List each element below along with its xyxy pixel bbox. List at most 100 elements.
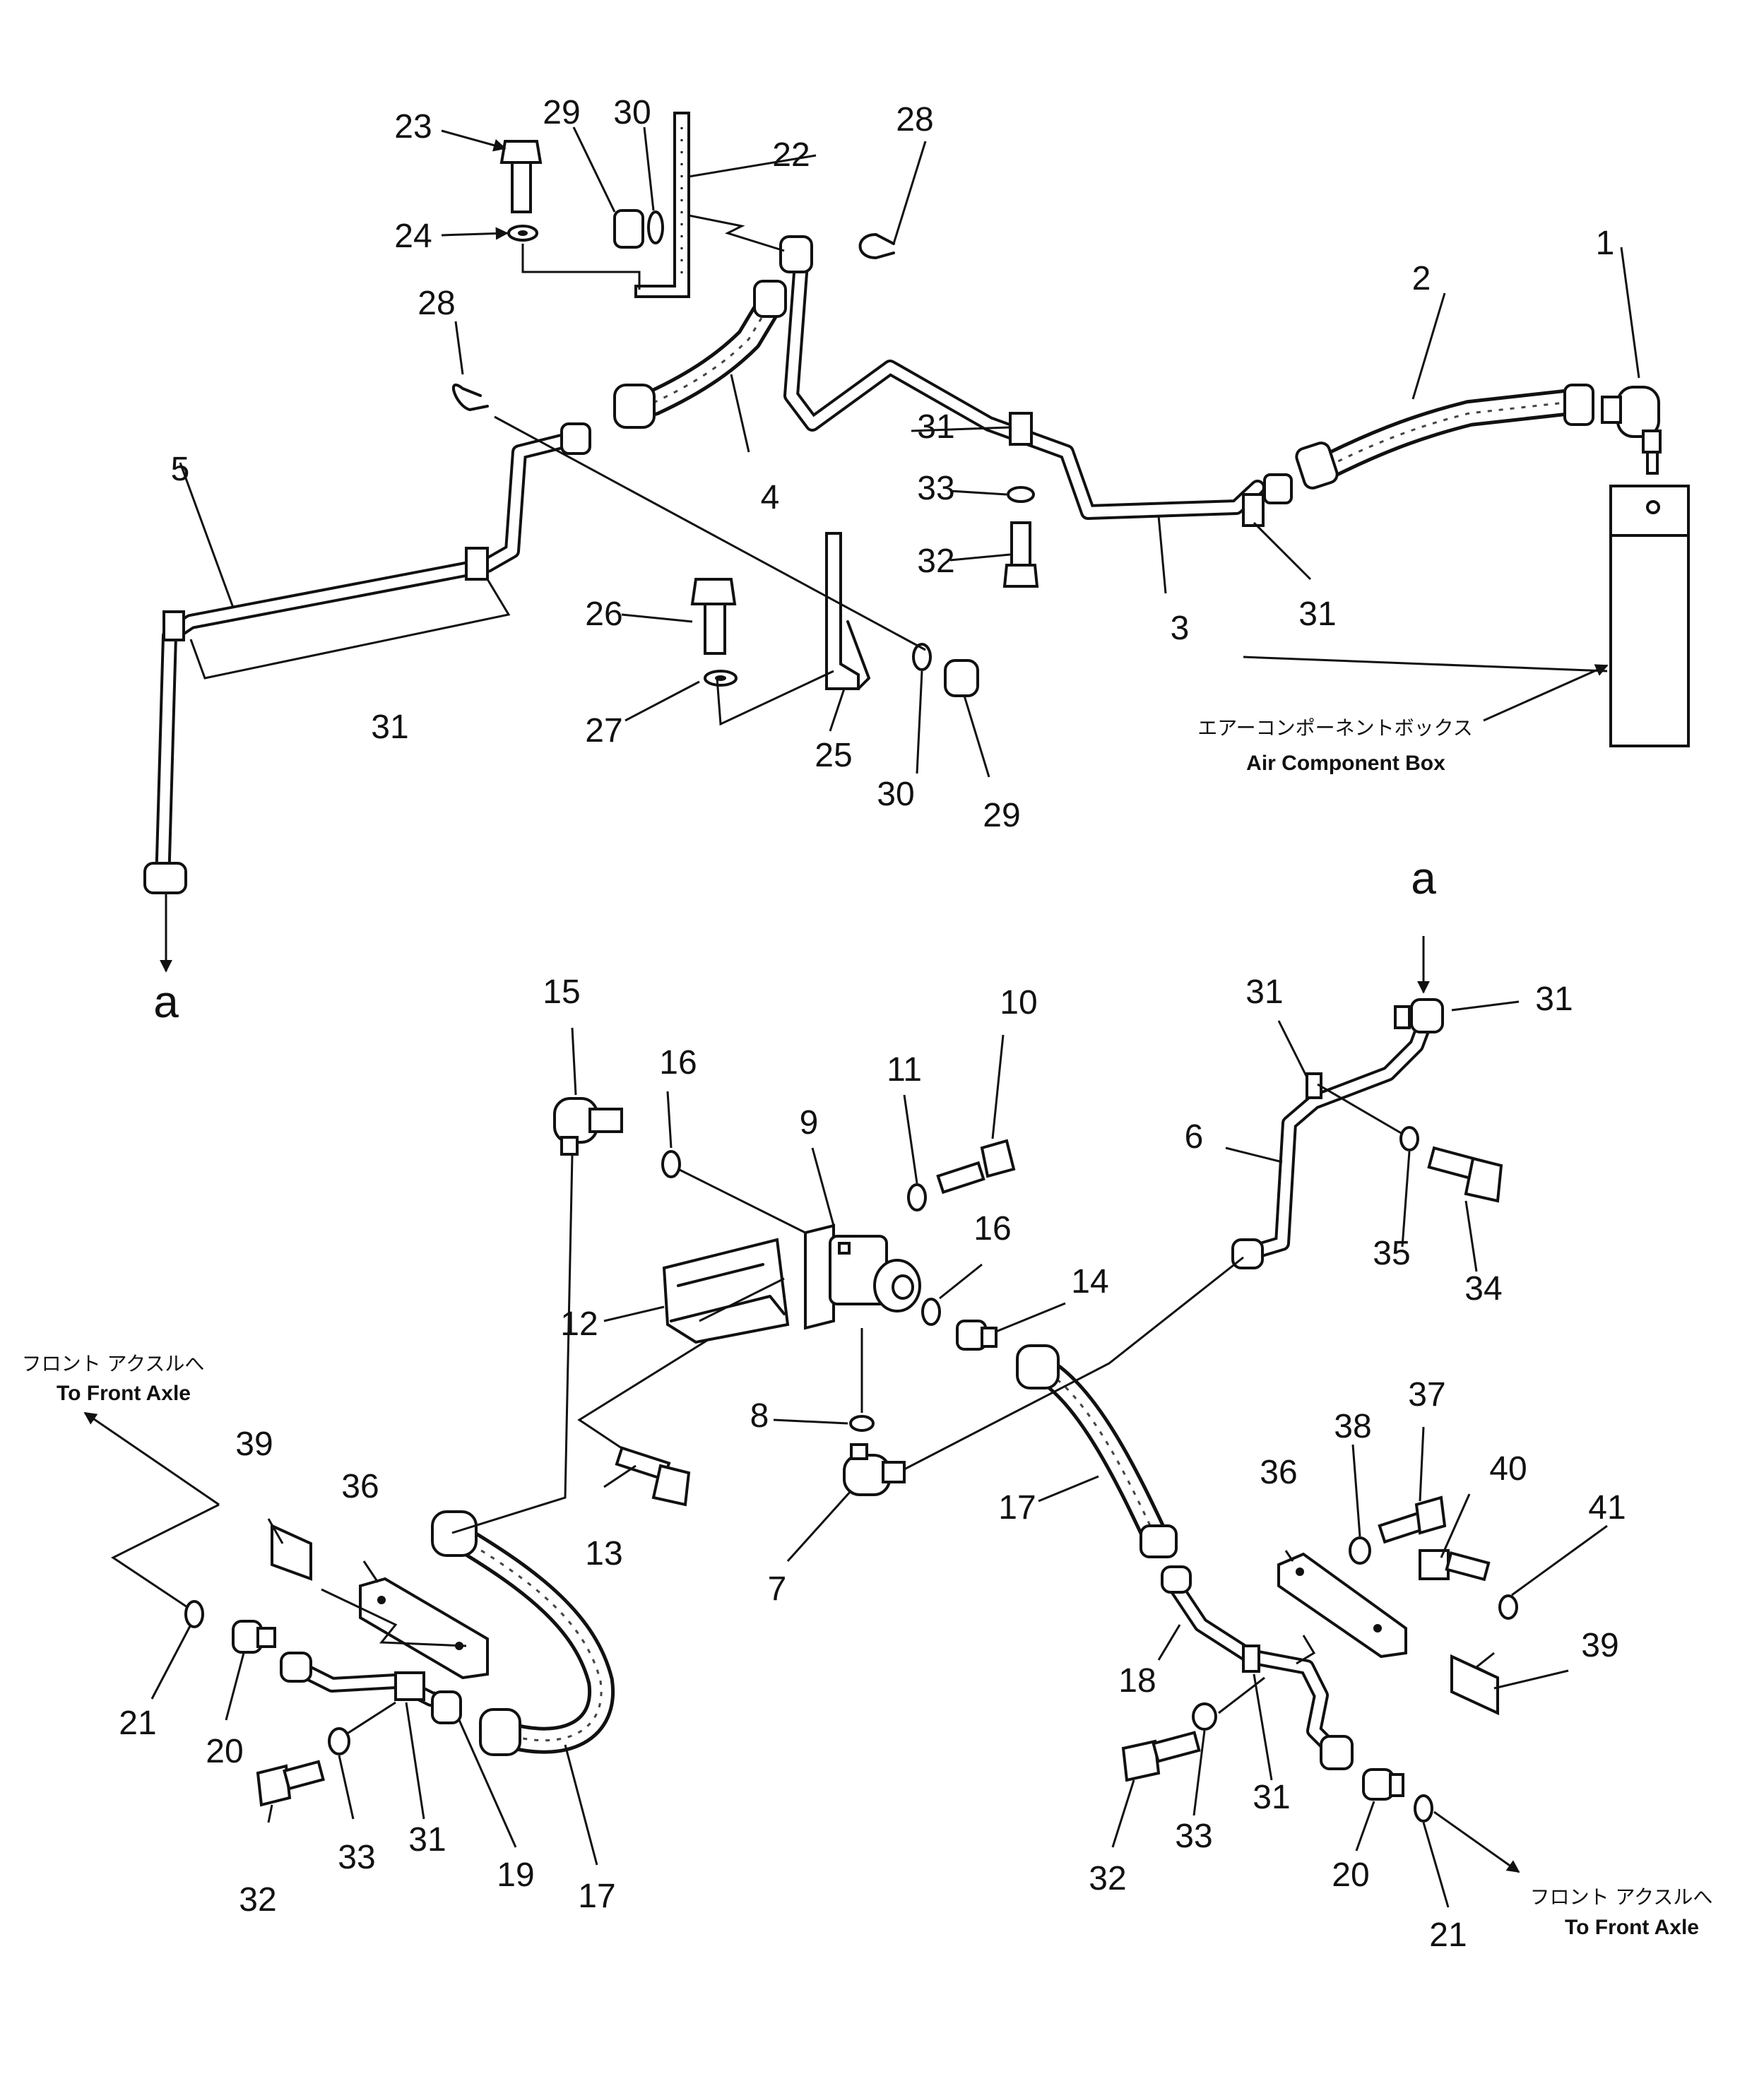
label-31-top: 31: [917, 408, 954, 446]
part-37-bolt: [1378, 1495, 1447, 1544]
part-10-bolt: [936, 1139, 1016, 1195]
part-36-bracket-left: [359, 1577, 489, 1680]
label-21-right: 21: [1429, 1916, 1467, 1954]
label-29-mid: 29: [983, 797, 1020, 834]
label-33-bl: 33: [338, 1839, 375, 1876]
air-box-note-en: Air Component Box: [1246, 752, 1445, 775]
label-13: 13: [585, 1535, 622, 1572]
part-13-bolt: [615, 1446, 691, 1507]
label-27: 27: [585, 712, 622, 749]
label-17-left: 17: [578, 1878, 615, 1915]
air-component-box: [1609, 485, 1690, 747]
part-15-elbow: [553, 1097, 623, 1156]
label-39-right: 39: [1581, 1627, 1618, 1664]
part-23-bolt: [499, 140, 543, 213]
label-6: 6: [1185, 1118, 1204, 1156]
label-8: 8: [750, 1397, 769, 1435]
label-31-left: 31: [371, 709, 408, 746]
label-36-left: 36: [341, 1468, 379, 1505]
part-40-bolt: [1419, 1549, 1491, 1582]
part-25-bracket: [825, 532, 870, 690]
part-33-washer-bottom-left: [328, 1727, 350, 1755]
label-32-bl: 32: [239, 1881, 276, 1919]
label-31-right: 31: [1298, 595, 1336, 633]
part-24-washer: [507, 225, 538, 242]
part-41-washer: [1498, 1594, 1518, 1620]
part-1-elbow-fitting: [1601, 386, 1662, 475]
label-35: 35: [1373, 1235, 1410, 1272]
air-box-note-jp: エアーコンポーネントボックス: [1197, 716, 1472, 740]
leader-lines-top: [160, 126, 1640, 973]
label-38: 38: [1334, 1408, 1371, 1445]
part-32-bolt-top: [1002, 521, 1039, 588]
part-8-oring: [849, 1415, 875, 1432]
part-29-nut-top: [613, 209, 644, 249]
label-23: 23: [394, 108, 432, 146]
part-39-clip-left: [271, 1523, 312, 1581]
label-22: 22: [772, 136, 810, 174]
label-20-right: 20: [1332, 1856, 1369, 1894]
label-2: 2: [1412, 260, 1431, 297]
label-20-left: 20: [206, 1733, 243, 1770]
label-21-left: 21: [119, 1705, 156, 1742]
label-5: 5: [171, 451, 190, 488]
front-axle-note-en-right: To Front Axle: [1565, 1916, 1699, 1939]
label-31-bl: 31: [408, 1821, 446, 1859]
label-37: 37: [1408, 1376, 1445, 1414]
part-38-washer: [1349, 1536, 1371, 1565]
front-axle-note-en-left: To Front Axle: [57, 1382, 191, 1405]
part-11-washer: [907, 1183, 927, 1211]
part-14-fitting: [956, 1320, 998, 1351]
label-24: 24: [394, 218, 432, 255]
part-6-pipe: [1231, 998, 1444, 1269]
label-26: 26: [585, 595, 622, 633]
front-axle-note-jp-right: フロント アクスルへ: [1530, 1885, 1713, 1909]
part-2-hose: [1295, 384, 1594, 490]
label-14: 14: [1071, 1263, 1108, 1300]
label-31-b1: 31: [1535, 980, 1573, 1018]
part-20-fitting-right: [1362, 1768, 1404, 1801]
part-17-hose-right: [1016, 1344, 1178, 1558]
label-32-br: 32: [1089, 1860, 1126, 1897]
label-31-br: 31: [1253, 1779, 1290, 1816]
part-22-bracket: [634, 112, 690, 298]
label-18: 18: [1118, 1662, 1156, 1700]
label-30-top: 30: [613, 94, 651, 131]
part-7-elbow: [843, 1443, 906, 1496]
label-33-br: 33: [1175, 1818, 1212, 1855]
label-41: 41: [1588, 1489, 1626, 1527]
label-16-b: 16: [973, 1210, 1011, 1248]
part-20-fitting-left: [232, 1620, 276, 1654]
label-4: 4: [761, 479, 780, 516]
label-16-a: 16: [659, 1044, 697, 1082]
label-31-b2: 31: [1245, 973, 1283, 1011]
label-7: 7: [768, 1570, 787, 1608]
label-29-top: 29: [543, 94, 580, 131]
label-15: 15: [543, 973, 580, 1011]
label-11: 11: [887, 1051, 922, 1089]
part-4-hose: [613, 280, 787, 429]
label-36-right: 36: [1260, 1454, 1297, 1491]
part-35-washer: [1399, 1126, 1419, 1151]
part-33-washer-bottom-right: [1192, 1702, 1217, 1731]
label-33-top: 33: [917, 470, 954, 507]
label-28-top: 28: [896, 101, 933, 138]
label-28-left: 28: [418, 285, 455, 322]
part-31-clamp-top: [1009, 412, 1265, 527]
front-axle-note-jp-left: フロント アクスルへ: [22, 1352, 205, 1375]
label-34: 34: [1464, 1270, 1502, 1308]
part-27-washer: [704, 670, 738, 687]
label-9: 9: [800, 1104, 819, 1142]
part-3-pipe: [779, 235, 1293, 520]
leader-lines-bottom: [83, 936, 1608, 1908]
part-16-oring-right: [921, 1298, 941, 1326]
part-18-pipe: [1161, 1565, 1354, 1770]
label-19: 19: [497, 1856, 534, 1894]
label-1: 1: [1596, 225, 1615, 262]
part-9-valve: [804, 1223, 921, 1330]
part-16-oring-left: [661, 1150, 681, 1178]
connector-a-top: a: [153, 976, 179, 1027]
part-34-bolt: [1427, 1146, 1503, 1203]
part-12-bracket: [662, 1238, 790, 1344]
